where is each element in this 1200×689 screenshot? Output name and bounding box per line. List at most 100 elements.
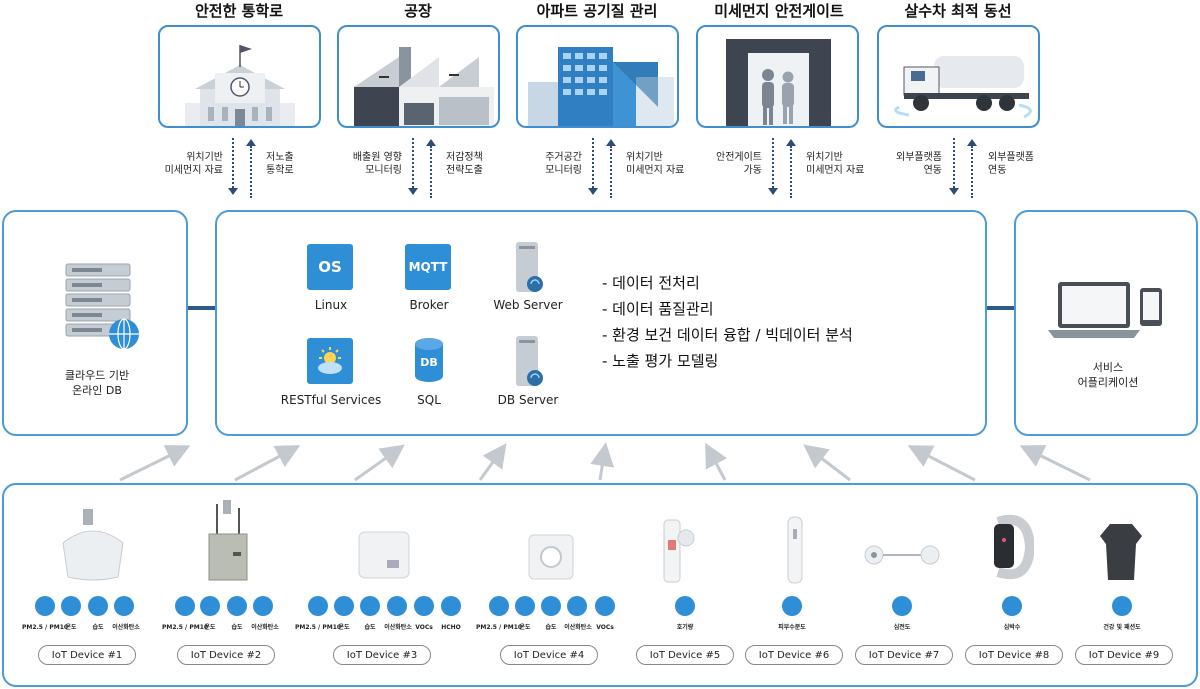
arrow-down-icon: [768, 188, 778, 195]
tech-label-broker: Broker: [409, 298, 449, 312]
device-pill-4[interactable]: IoT Device #4: [500, 645, 598, 665]
feature-modeling: - 노출 평가 모델링: [602, 352, 719, 370]
device-pill-2[interactable]: IoT Device #2: [177, 645, 275, 665]
water-truck-icon: [894, 56, 1032, 119]
sensor-label: 이산화탄소: [251, 624, 279, 631]
device-5-icon: [663, 519, 695, 583]
sensor-label: 피부수분도: [778, 624, 806, 631]
safety-gate-illustration-card: [696, 25, 859, 128]
usecase-title-water-truck: 살수차 최적 동선: [904, 2, 1012, 20]
device-8-icon: [994, 514, 1034, 580]
co2-cloud-icon: [567, 596, 587, 616]
co2-cloud-icon: [114, 596, 134, 616]
humidity-drop-icon: [360, 596, 380, 616]
dotted-line: [592, 138, 594, 188]
sensor-label: 이산화탄소: [384, 624, 412, 631]
sensor-label: 습도: [92, 624, 104, 631]
connector-line: [987, 306, 1014, 310]
device-pill-8[interactable]: IoT Device #8: [965, 645, 1063, 665]
sensor-label: PM2.5 / PM10: [475, 624, 523, 631]
apartment-icon: [528, 47, 674, 126]
server-globe-icon: [65, 263, 139, 350]
arrow-down-icon: [588, 188, 598, 195]
heart-icon: [1002, 596, 1022, 616]
usecase-title-apartment: 아파트 공기질 관리: [536, 2, 658, 20]
arrow-up-icon: [426, 139, 436, 146]
breath-wind-icon: [675, 596, 695, 616]
vocs-molecule-icon: [595, 596, 615, 616]
sensor-label: 심전도: [893, 624, 911, 631]
feature-bigdata: - 환경 보건 데이터 융합 / 빅데이터 분석: [602, 326, 853, 344]
device-pill-5[interactable]: IoT Device #5: [636, 645, 734, 665]
thermometer-icon: [61, 596, 81, 616]
tech-label-restful: RESTful Services: [280, 393, 382, 407]
co2-cloud-icon: [253, 596, 273, 616]
sensor-label: 온도: [338, 624, 350, 631]
tech-label-linux: Linux: [314, 298, 348, 312]
restful-services-icon: [307, 338, 353, 384]
ecg-pulse-icon: [892, 596, 912, 616]
dust-sensor-icon: [35, 596, 55, 616]
device-9-icon: [1100, 524, 1142, 580]
arrow-down-icon: [949, 188, 959, 195]
db-icon-label: DB: [420, 356, 438, 369]
school-icon: [185, 45, 295, 126]
arrow-up-icon: [786, 139, 796, 146]
dotted-line: [430, 146, 432, 198]
dust-sensor-icon: [308, 596, 328, 616]
thermometer-icon: [515, 596, 535, 616]
device-pill-7[interactable]: IoT Device #7: [855, 645, 953, 665]
humidity-drop-icon: [227, 596, 247, 616]
device-1-icon: [62, 509, 124, 581]
database-icon: [415, 338, 443, 382]
tech-label-web-server: Web Server: [493, 298, 563, 312]
sun-cloud-icon: [318, 347, 342, 374]
thermometer-icon: [334, 596, 354, 616]
os-icon: OS: [307, 244, 353, 290]
arrow-down-icon: [228, 188, 238, 195]
arrow-up-icon: [967, 139, 977, 146]
dotted-line: [953, 138, 955, 188]
device-pill-6[interactable]: IoT Device #6: [745, 645, 843, 665]
dotted-line: [772, 138, 774, 188]
sensor-label: 호기량: [676, 624, 694, 631]
connector-line: [188, 306, 215, 310]
arrow-down-icon: [408, 188, 418, 195]
dust-sensor-icon: [489, 596, 509, 616]
dotted-line: [232, 138, 234, 188]
sensor-label: 온도: [65, 624, 77, 631]
school-illustration-card: [158, 25, 321, 128]
tech-label-sql: SQL: [417, 393, 441, 407]
device-pill-9[interactable]: IoT Device #9: [1075, 645, 1173, 665]
device-pill-3[interactable]: IoT Device #3: [333, 645, 431, 665]
vocs-molecule-icon: [414, 596, 434, 616]
device-6-icon: [787, 516, 803, 584]
sensor-label: HCHO: [441, 624, 461, 631]
feature-preprocessing: - 데이터 전처리: [602, 274, 700, 292]
dotted-line: [971, 146, 973, 198]
sensor-label: PM2.5 / PM10: [294, 624, 342, 631]
sensor-label: 습도: [231, 624, 243, 631]
dotted-line: [790, 146, 792, 198]
sensor-label: PM2.5 / PM10: [21, 624, 69, 631]
water-truck-illustration-card: [877, 25, 1040, 128]
device-pill-1[interactable]: IoT Device #1: [38, 645, 136, 665]
usecase-title-school-route: 안전한 통학로: [194, 2, 284, 20]
sensor-label: 심박수: [1003, 624, 1021, 631]
device-uplink-arrows: [119, 442, 1091, 482]
platform-panel: OS Linux MQTT Broker Web Server RESTful …: [215, 210, 987, 436]
usecase-title-safety-gate: 미세먼지 안전게이트: [714, 2, 844, 20]
health-fashion-icon: [1112, 596, 1132, 616]
